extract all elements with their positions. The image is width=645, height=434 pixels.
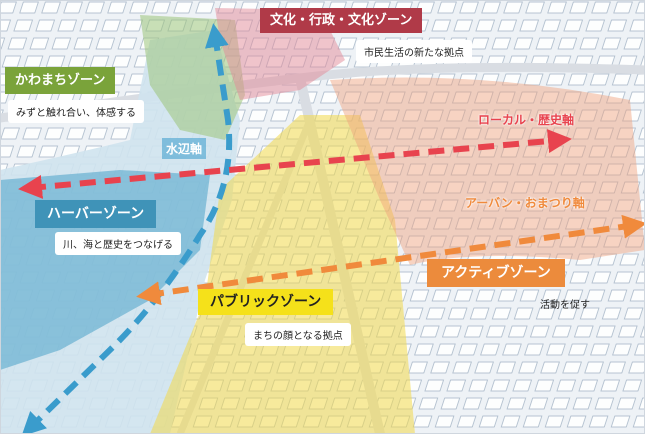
public-zone-label: パブリックゾーン bbox=[198, 289, 334, 315]
waterside-axis-label: 水辺軸 bbox=[162, 138, 207, 159]
harbor-zone-label: ハーバーゾーン bbox=[35, 200, 157, 228]
urban-festival-axis-label: アーバン・おまつり軸 bbox=[465, 196, 585, 210]
active-zone-description: 活動を促す bbox=[540, 300, 590, 311]
kawamachi-zone-label: かわまちゾーン bbox=[5, 67, 116, 94]
local-history-axis-arrow bbox=[18, 129, 572, 199]
culture-zone-description: 市民生活の新たな拠点 bbox=[356, 40, 472, 63]
harbor-zone-description: 川、海と歴史をつなげる bbox=[55, 232, 181, 255]
urban-festival-axis-arrow bbox=[136, 214, 645, 306]
active-zone-label: アクティブゾーン bbox=[427, 259, 565, 287]
culture-zone-label: 文化・行政・文化ゾーン bbox=[260, 8, 423, 33]
local-history-axis-label: ローカル・歴史軸 bbox=[478, 113, 575, 127]
kawamachi-zone-description: みずと触れ合い、体感する bbox=[8, 100, 144, 123]
public-zone-description: まちの顔となる拠点 bbox=[245, 323, 351, 346]
